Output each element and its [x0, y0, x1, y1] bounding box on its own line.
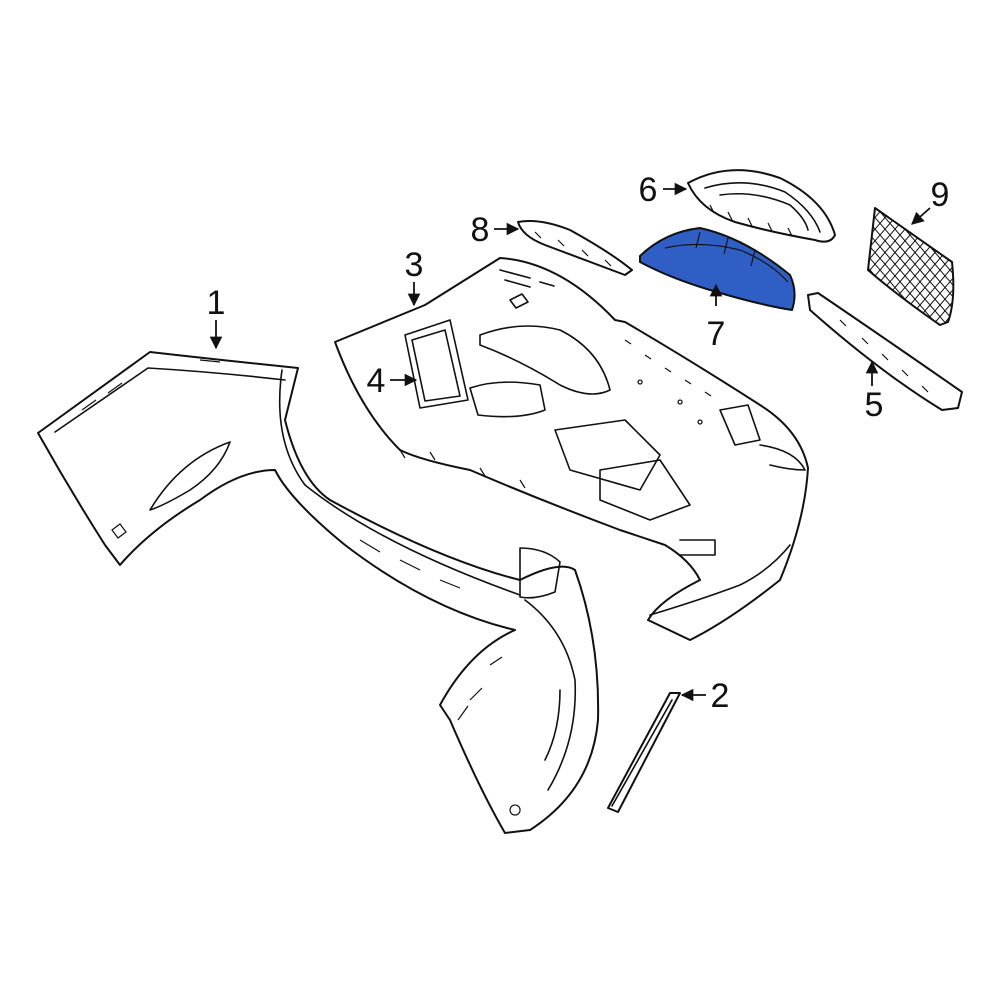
mesh-line [960, 200, 1000, 340]
callout-8: 8 [471, 211, 490, 249]
part-6-upper-bracket [687, 169, 836, 243]
part-5-side-strip [807, 292, 963, 411]
callout-5: 5 [865, 386, 884, 424]
part-3-bumper-cover [334, 257, 809, 641]
mesh-line [970, 200, 1000, 340]
mesh-line [949, 208, 954, 325]
callout-7: 7 [707, 315, 726, 353]
part-1-lower-cover [37, 351, 600, 834]
callout-4: 4 [367, 362, 386, 400]
leader-9 [911, 207, 931, 225]
callout-1: 1 [207, 284, 226, 322]
callouts: 1 2 3 4 5 6 7 8 9 [207, 171, 950, 715]
mesh-line [980, 200, 1000, 340]
mesh-line [990, 200, 1000, 340]
part-2-trim-strip [607, 692, 681, 813]
part-7-highlighted-bracket [639, 227, 796, 311]
callout-6: 6 [639, 171, 658, 209]
mesh-line [960, 200, 1000, 340]
callout-3: 3 [405, 246, 424, 284]
callout-2: 2 [711, 677, 730, 715]
mesh-line [909, 208, 954, 325]
mesh-line [949, 208, 954, 325]
mesh-line [980, 200, 1000, 340]
mesh-line [970, 200, 1000, 340]
part-8-upper-trim [517, 220, 633, 276]
mesh-line [919, 208, 954, 325]
callout-9: 9 [931, 176, 950, 214]
mesh-line [990, 200, 1000, 340]
